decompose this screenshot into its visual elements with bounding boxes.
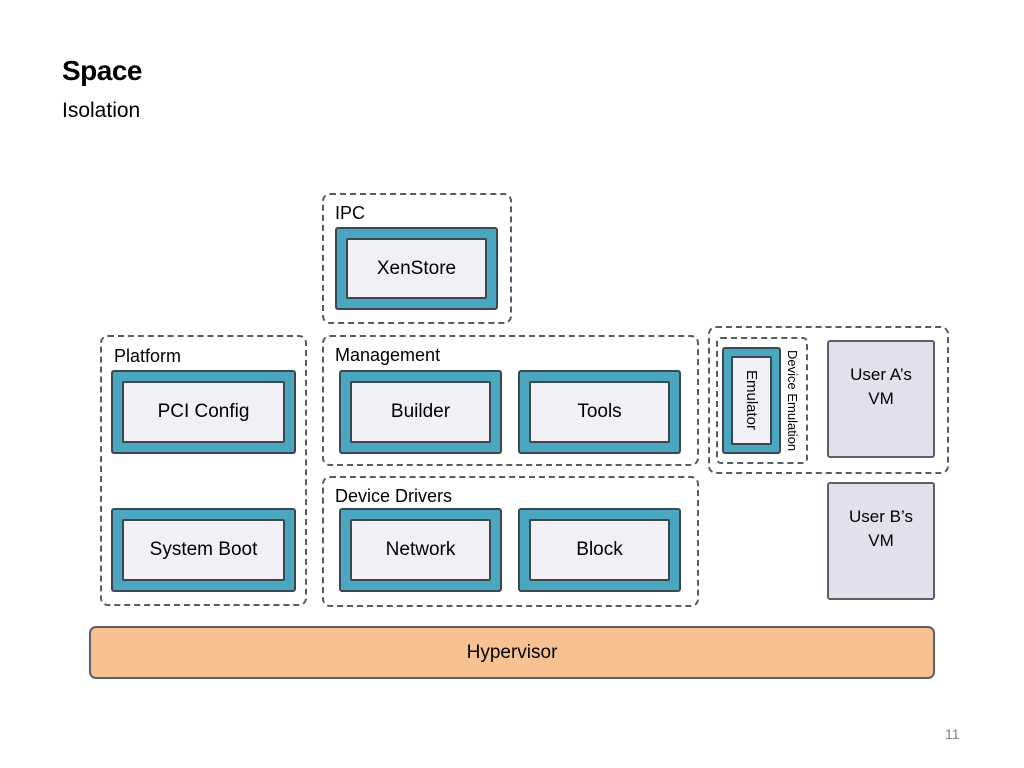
device-drivers-group-label: Device Drivers — [335, 486, 453, 506]
user-a-vm-label: User A’s VM — [850, 365, 912, 408]
platform-group-label: Platform — [114, 346, 182, 366]
ipc-group — [322, 193, 512, 324]
slide-subtitle: Isolation — [62, 99, 141, 122]
block-label: Block — [529, 519, 670, 581]
network-domain: Network — [339, 508, 502, 592]
system-boot-domain: System Boot — [111, 508, 296, 592]
emulator-domain — [722, 347, 781, 454]
builder-label: Builder — [350, 381, 491, 443]
builder-domain: Builder — [339, 370, 502, 454]
emulator-inner — [731, 356, 772, 445]
system-boot-label: System Boot — [122, 519, 285, 581]
emulator-label: Emulator — [743, 369, 760, 431]
hypervisor: Hypervisor — [89, 626, 935, 679]
platform-group — [100, 335, 307, 606]
xenstore-domain: XenStore — [335, 227, 498, 310]
network-label: Network — [350, 519, 491, 581]
xenstore-label: XenStore — [346, 238, 487, 299]
device-drivers-group — [322, 476, 699, 607]
user-a-domain-group — [708, 326, 949, 474]
slide-title: Space — [62, 55, 143, 86]
device-emulation-group-label: Device Emulation — [785, 350, 800, 452]
block-domain: Block — [518, 508, 681, 592]
user-a-vm: User A’s VM — [827, 340, 935, 458]
user-b-vm-label: User B’s VM — [849, 507, 913, 550]
tools-label: Tools — [529, 381, 670, 443]
management-group-label: Management — [335, 345, 441, 365]
pci-config-label: PCI Config — [122, 381, 285, 443]
user-b-vm: User B’s VM — [827, 482, 935, 600]
device-emulation-group — [716, 337, 808, 464]
tools-domain: Tools — [518, 370, 681, 454]
ipc-group-label: IPC — [335, 203, 366, 223]
management-group — [322, 335, 699, 466]
pci-config-domain: PCI Config — [111, 370, 296, 454]
page-number: 11 — [945, 726, 960, 742]
